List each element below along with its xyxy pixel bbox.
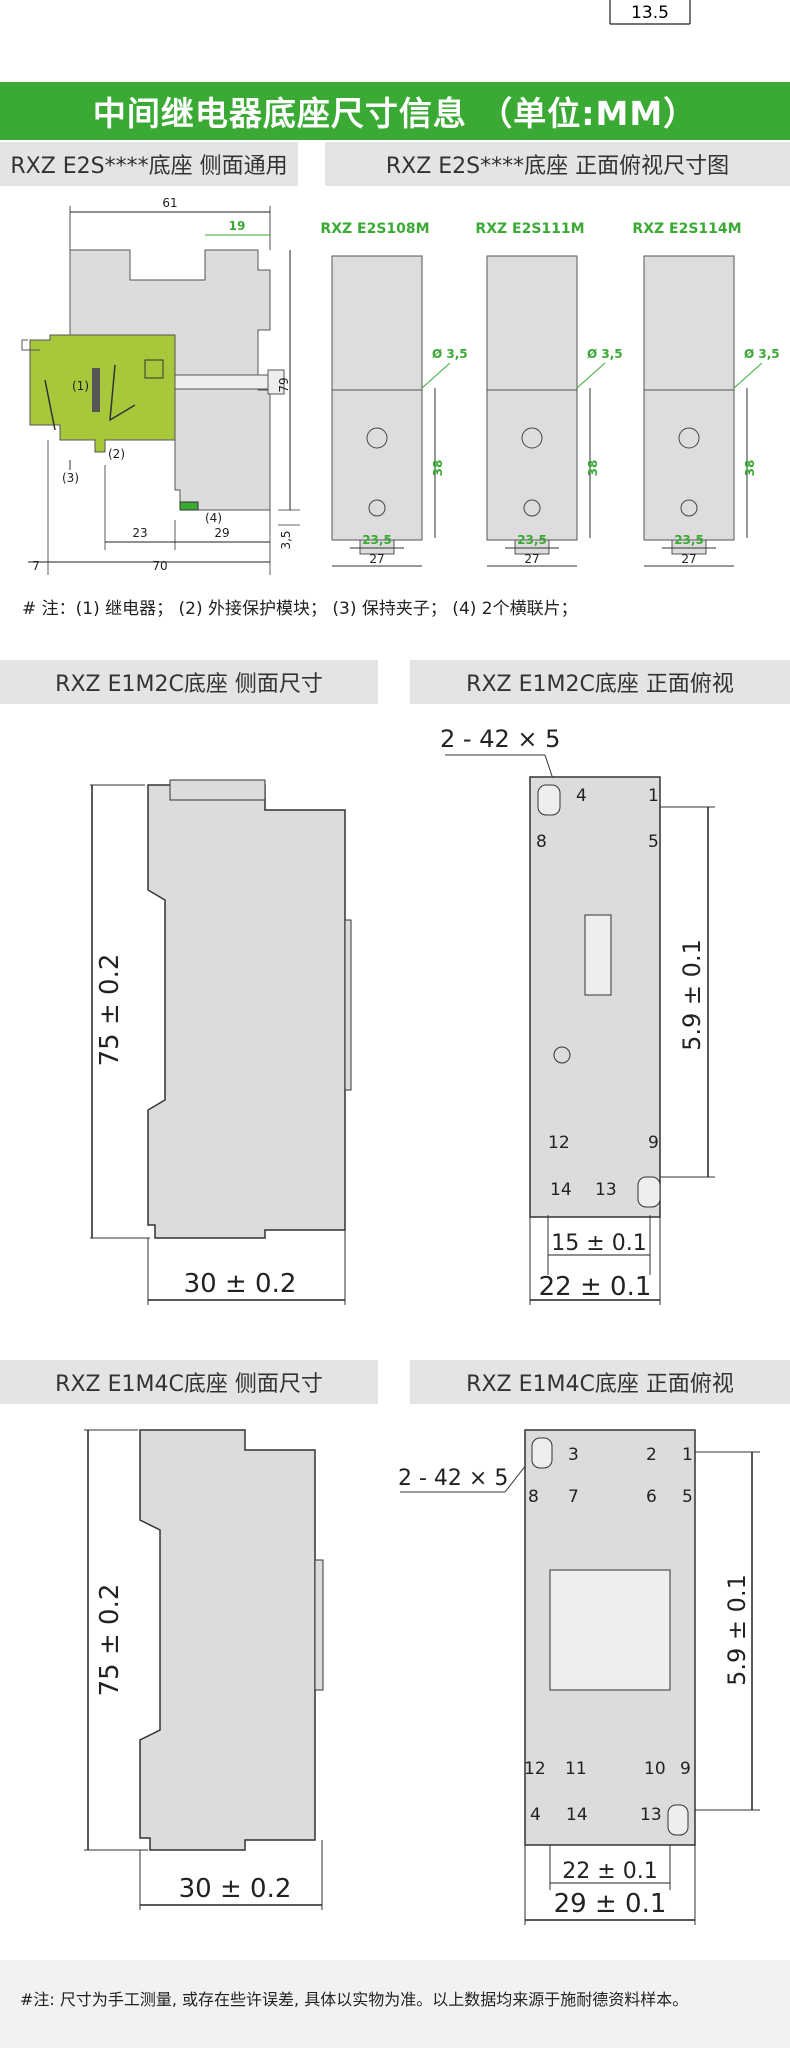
e1m2c-pitch-dim: 5.9 ± 0.1 [678,939,706,1051]
dim-7: 7 [32,559,40,573]
w23-108: 23,5 [362,533,392,547]
e1m2c-width-dim: 30 ± 0.2 [184,1269,297,1299]
section1-right-header: RXZ E2S****底座 正面俯视尺寸图 [325,142,790,186]
e1m4c-pitch-dim: 5.9 ± 0.1 [723,1574,751,1686]
e1m4c-pin-9: 9 [680,1759,691,1779]
e2s-side-view-drawing: 61 19 (1) (2) (3) 79 (4) 23 29 70 7 3,5 [21,196,300,575]
e1m2c-pin-12: 12 [548,1133,570,1153]
top-dim-label: 13.5 [631,3,669,23]
section2-right-header: RXZ E1M2C底座 正面俯视 [410,660,790,704]
e1m4c-pin-2: 2 [646,1445,657,1465]
dim-61: 61 [162,196,177,210]
e1m4c-pin-7: 7 [568,1487,579,1507]
part2-label: (2) [108,447,125,461]
dim-3-5: 3,5 [279,530,293,549]
hole-dim-111: Ø 3,5 [587,347,623,361]
e1m4c-side-view: 75 ± 0.2 30 ± 0.2 [84,1429,324,1910]
top-dimension-figure: 13.5 [609,0,691,25]
e1m2c-pin-9: 9 [648,1133,659,1153]
e1m4c-pin-1: 1 [682,1445,693,1465]
e1m4c-height-dim: 75 ± 0.2 [95,1584,125,1697]
e1m2c-outer-dim: 22 ± 0.1 [539,1272,652,1302]
section1-note: # 注：(1) 继电器； (2) 外接保护模块； (3) 保持夹子； (4) 2… [22,599,578,619]
e1m2c-pin-1: 1 [648,786,659,806]
dim-79: 79 [277,377,291,392]
e1m2c-slot-dim: 2 - 42 × 5 [440,725,560,753]
e1m4c-pin-5: 5 [682,1487,693,1507]
e1m4c-inner-dim: 22 ± 0.1 [562,1859,657,1884]
e1m4c-pin-3: 3 [568,1445,579,1465]
footer-band [0,1960,790,2048]
e1m2c-side-view: 75 ± 0.2 30 ± 0.2 [90,779,352,1305]
e2s-front-views: RXZ E2S108M Ø 3,5 38 23,5 27 RXZ E2S111M… [320,221,780,567]
e1m2c-pin-4: 4 [576,786,587,806]
footer-note: #注: 尺寸为手工测量, 或存在些许误差, 具体以实物为准。以上数据均来源于施耐… [20,1990,689,2009]
w23-114: 23,5 [674,533,704,547]
w23-111: 23,5 [517,533,547,547]
e1m4c-pin-8: 8 [528,1487,539,1507]
model-label-108: RXZ E2S108M [320,221,429,237]
e1m2c-pin-5: 5 [648,832,659,852]
part1-label: (1) [72,379,89,393]
h38-114: 38 [743,460,757,477]
part3-label: (3) [62,471,79,485]
w27-111: 27 [524,552,539,566]
w27-114: 27 [681,552,696,566]
e1m4c-front-view: 2 - 42 × 5 3 2 1 8 7 6 5 12 11 10 9 4 14… [398,1429,760,1925]
hole-dim-108: Ø 3,5 [432,347,468,361]
e1m2c-front-view: 2 - 42 × 5 4 1 8 5 12 9 14 13 5.9 ± 0.1 … [440,725,715,1305]
section2-left-header: RXZ E1M2C底座 侧面尺寸 [0,660,378,704]
front-view-108: RXZ E2S108M Ø 3,5 38 23,5 27 [320,221,468,567]
front-view-111: RXZ E2S111M Ø 3,5 38 23,5 27 [475,221,623,567]
e1m4c-pin-4: 4 [530,1805,541,1825]
e1m4c-outer-dim: 29 ± 0.1 [554,1889,667,1919]
e1m2c-height-dim: 75 ± 0.2 [95,954,125,1067]
e1m2c-inner-dim: 15 ± 0.1 [551,1231,646,1256]
dim-19: 19 [229,219,246,233]
h38-111: 38 [586,460,600,477]
w27-108: 27 [369,552,384,566]
dim-70: 70 [152,559,167,573]
e1m4c-pin-12: 12 [524,1759,546,1779]
e1m4c-pin-10: 10 [644,1759,666,1779]
h38-108: 38 [431,460,445,477]
model-label-114: RXZ E2S114M [632,221,741,237]
dim-23: 23 [132,526,147,540]
e1m4c-pin-6: 6 [646,1487,657,1507]
e1m4c-width-dim: 30 ± 0.2 [179,1874,292,1904]
section3-left-header: RXZ E1M4C底座 侧面尺寸 [0,1360,378,1404]
section3-right-header: RXZ E1M4C底座 正面俯视 [410,1360,790,1404]
e1m4c-pin-14: 14 [566,1805,588,1825]
dim-29: 29 [214,526,229,540]
e1m2c-pin-13: 13 [595,1180,617,1200]
e1m4c-slot-dim: 2 - 42 × 5 [398,1466,508,1491]
section1-left-header: RXZ E2S****底座 侧面通用 [0,142,298,186]
e1m2c-pin-8: 8 [536,832,547,852]
hole-dim-114: Ø 3,5 [744,347,780,361]
model-label-111: RXZ E2S111M [475,221,584,237]
e1m4c-pin-11: 11 [565,1759,587,1779]
front-view-114: RXZ E2S114M Ø 3,5 38 23,5 27 [632,221,780,567]
e1m4c-pin-13: 13 [640,1805,662,1825]
part4-label: (4) [205,511,222,525]
banner-title: 中间继电器底座尺寸信息 （单位:MM） [0,82,790,140]
e1m2c-pin-14: 14 [550,1180,572,1200]
